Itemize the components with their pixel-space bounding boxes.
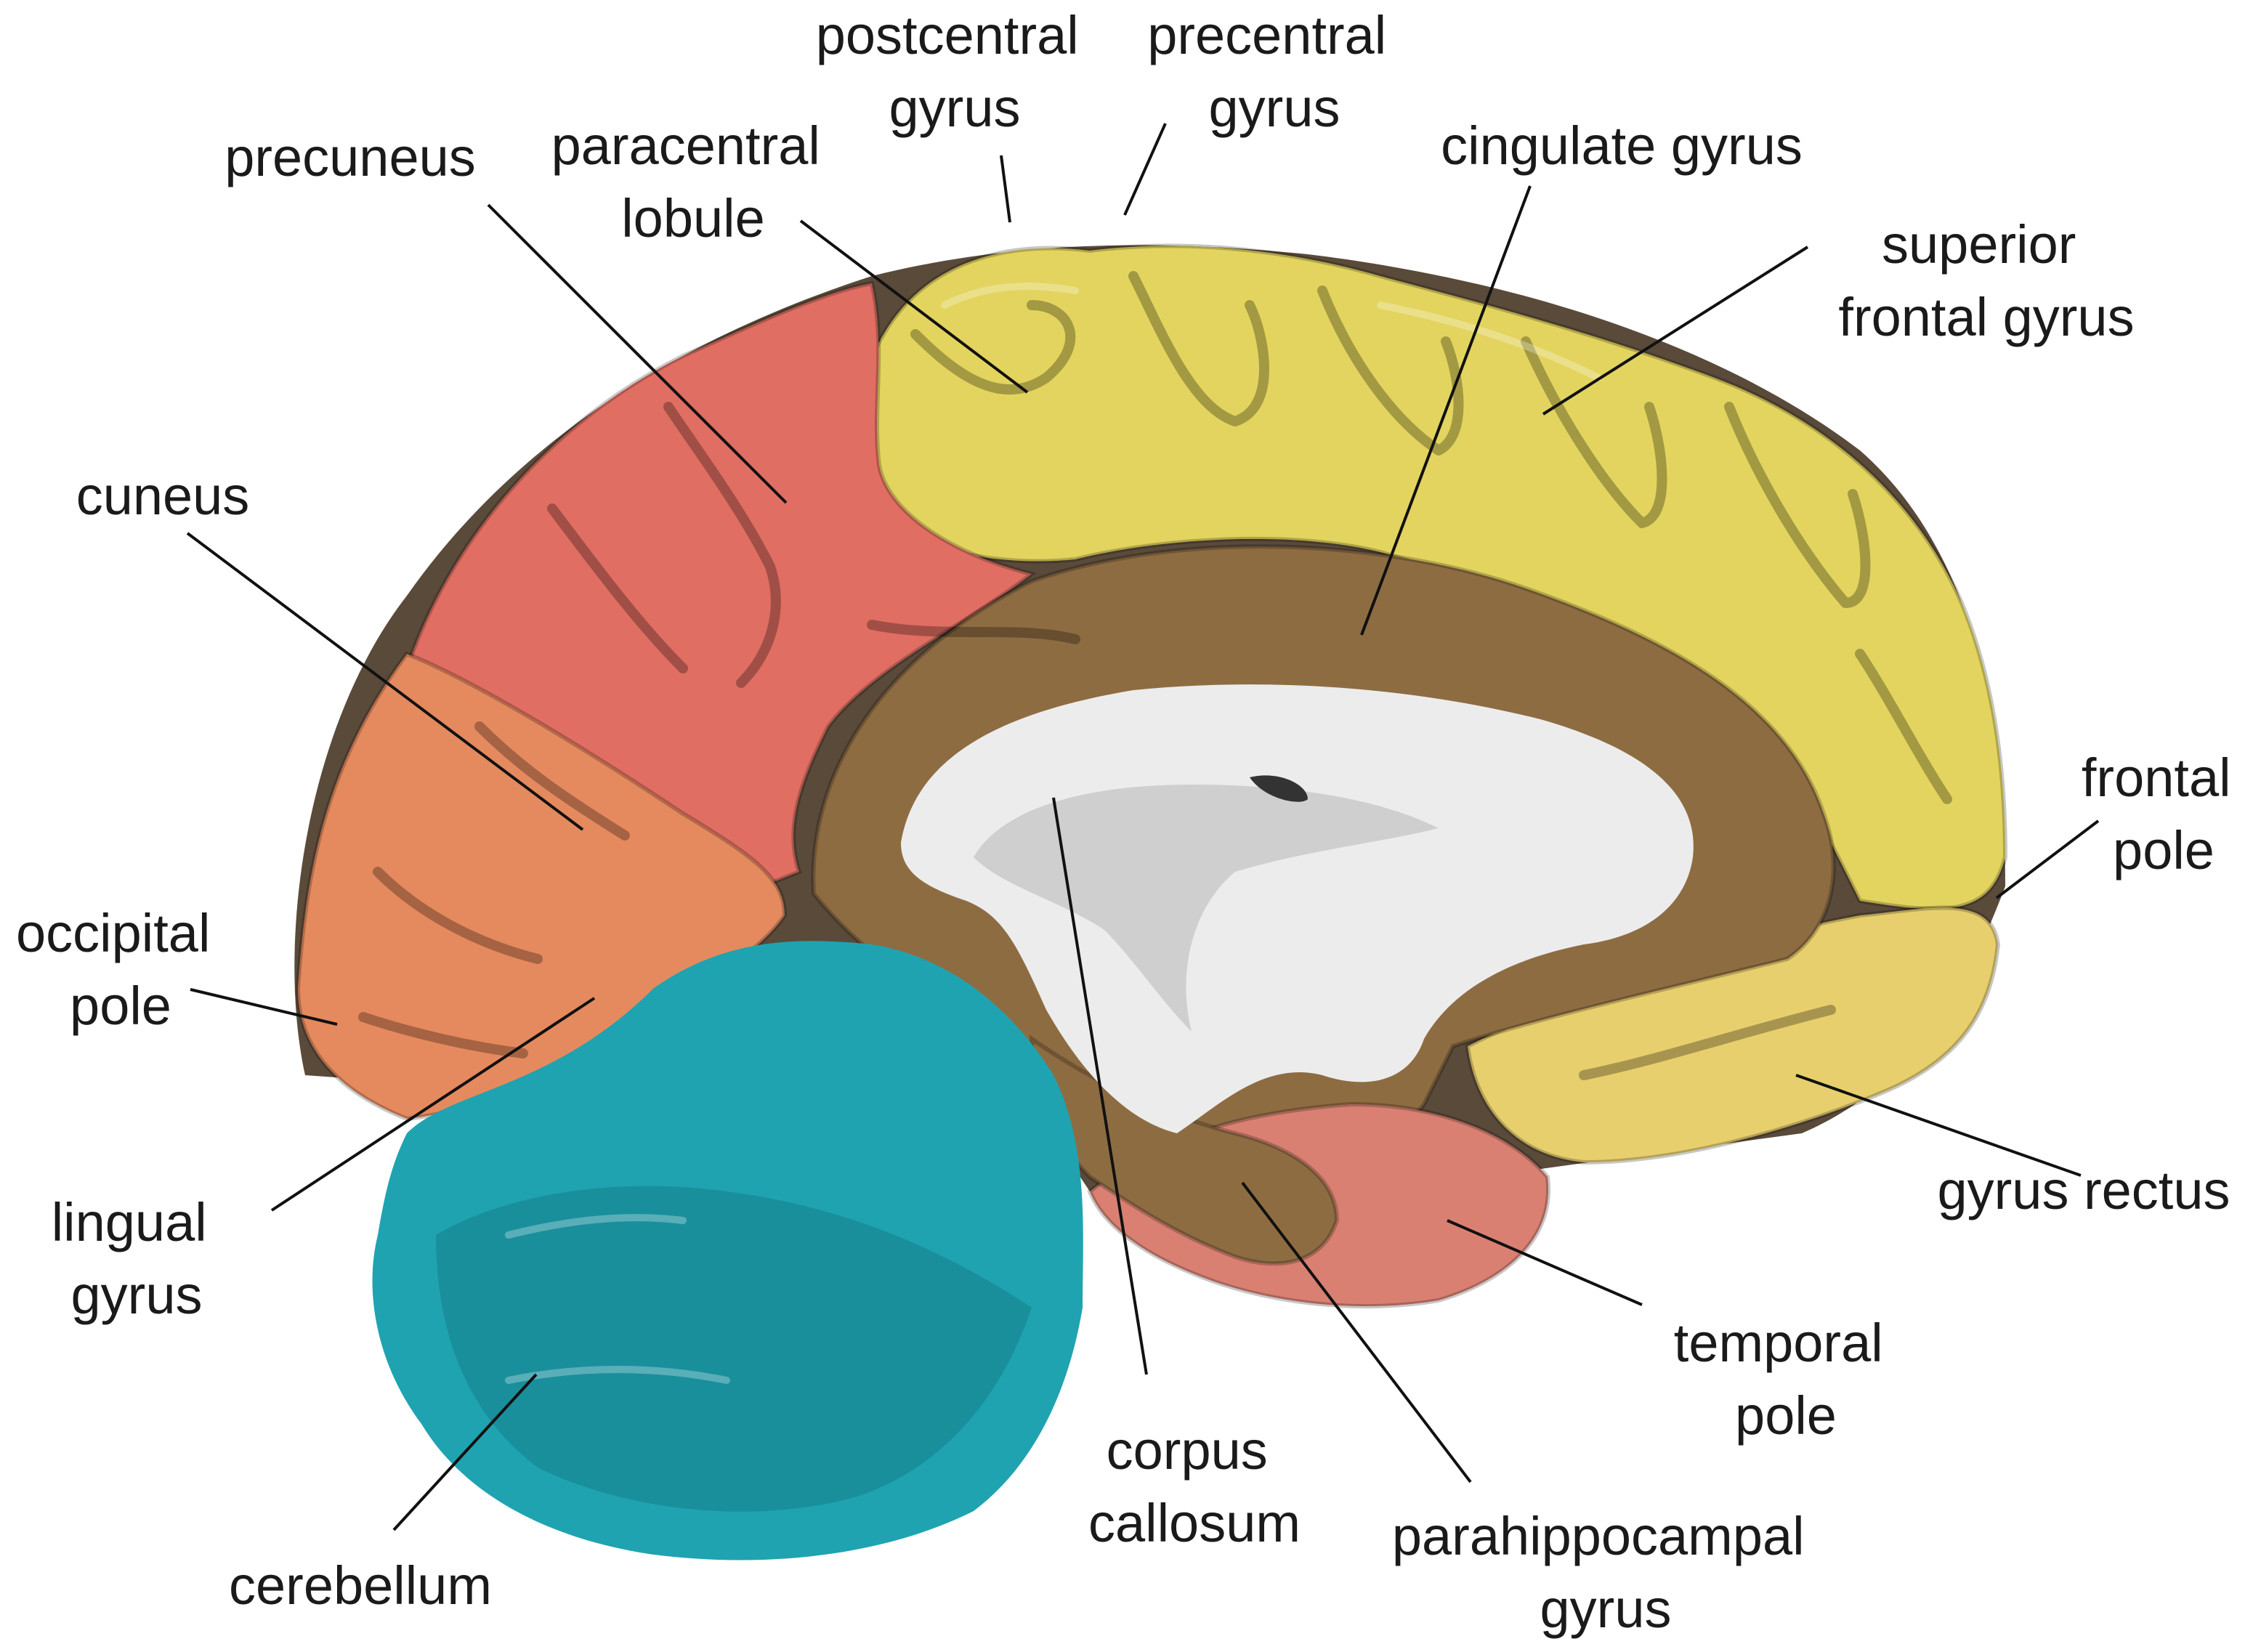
leader-precuneus — [487, 203, 788, 504]
labels: postcentral gyrus precentral gyrus precu… — [16, 5, 2246, 1639]
label-paracentral-lobule: paracentral lobule — [551, 116, 836, 248]
leader-lingual — [270, 997, 596, 1212]
region-frontal — [859, 243, 2008, 912]
label-precuneus: precuneus — [225, 127, 476, 187]
leader-cuneus — [186, 532, 584, 831]
leader-precentral — [1123, 123, 1167, 216]
leader-cingulate — [1360, 185, 1532, 636]
leader-gyrus-rectus — [1795, 1074, 2082, 1177]
leader-paracentral — [799, 219, 1029, 394]
leader-corpus-callosum — [1052, 797, 1148, 1375]
label-gyrus-rectus: gyrus rectus — [1937, 1160, 2230, 1220]
leader-cerebellum — [392, 1373, 538, 1531]
leader-temporal-pole — [1447, 1219, 1643, 1306]
label-corpus-callosum: corpus callosum — [1088, 1420, 1301, 1553]
label-occipital-pole: occipital pole — [16, 903, 225, 1036]
leader-lines — [186, 123, 2100, 1531]
label-lingual-gyrus: lingual gyrus — [52, 1192, 222, 1325]
label-precentral-gyrus: precentral gyrus — [1147, 5, 1402, 138]
label-cerebellum: cerebellum — [229, 1555, 492, 1616]
leader-superior-frontal — [1542, 246, 1809, 416]
label-temporal-pole: temporal pole — [1674, 1313, 1898, 1446]
brain-illustration — [294, 243, 2008, 1560]
leader-occipital-pole — [190, 988, 338, 1026]
label-cuneus: cuneus — [76, 466, 250, 526]
leader-parahippocampal — [1241, 1181, 1472, 1483]
label-cingulate-gyrus: cingulate gyrus — [1441, 116, 1803, 176]
label-superior-frontal-gyrus: superior frontal gyrus — [1838, 214, 2134, 347]
label-postcentral-gyrus: postcentral gyrus — [816, 5, 1094, 138]
label-parahippocampal-gyrus: parahippocampal gyrus — [1392, 1506, 1819, 1639]
corpus-callosum-slit — [1250, 775, 1308, 802]
leader-postcentral — [1000, 155, 1011, 223]
corpus-callosum-shading — [974, 785, 1439, 1032]
leader-frontal-pole — [1995, 819, 2100, 899]
cerebellum-shading — [436, 1186, 1032, 1512]
label-frontal-pole: frontal pole — [2082, 748, 2246, 880]
